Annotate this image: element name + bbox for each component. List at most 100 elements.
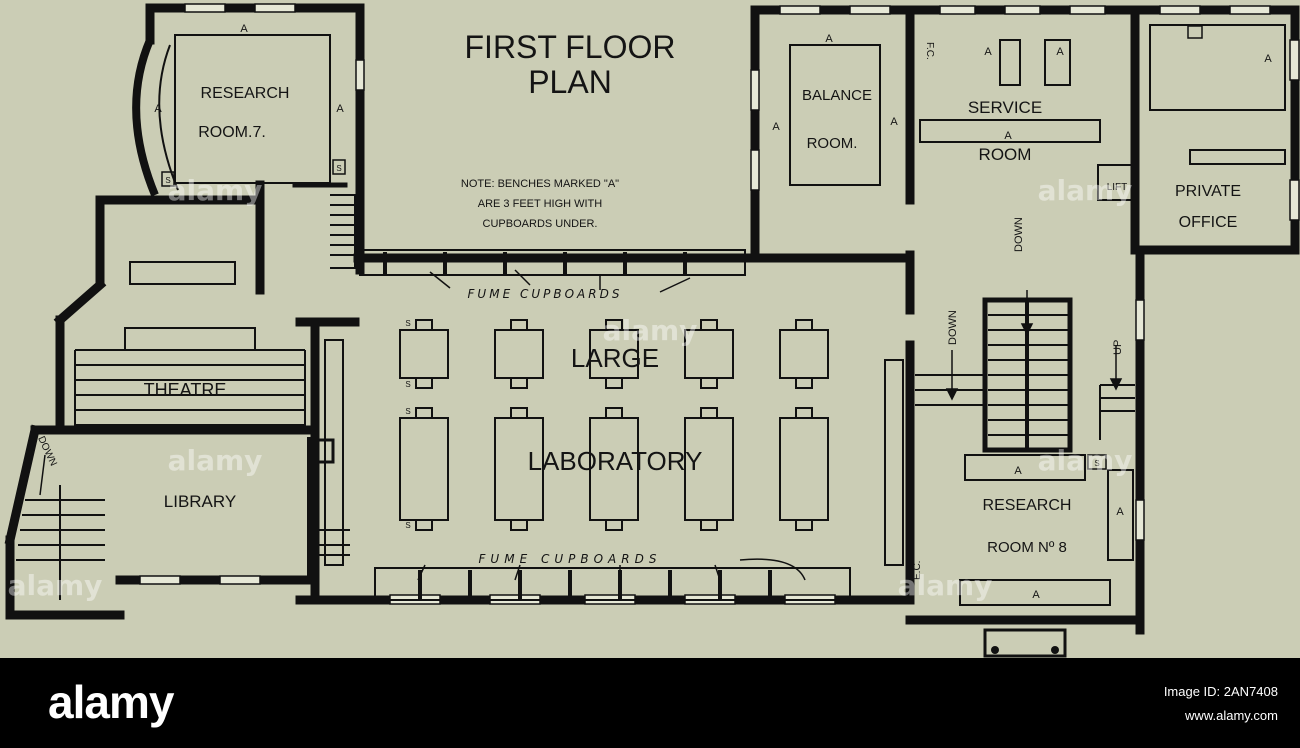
lab-bench [779, 417, 829, 521]
fume-cupboards-top [359, 249, 746, 276]
fume-arrow [714, 564, 721, 581]
bench-marker-a: A [984, 46, 992, 58]
room-label-service-line2: ROOM [979, 145, 1032, 164]
sink [700, 377, 718, 389]
room-label-large-lab-line1: LARGE [571, 343, 659, 373]
wall-upper-left-room [95, 180, 265, 295]
down-arrow-head [1020, 323, 1034, 336]
stair-down-label-1: DOWN [1013, 217, 1025, 252]
wall-library-angle [4, 424, 41, 546]
fume-arrow [417, 564, 426, 581]
window [750, 149, 760, 191]
lab-bench [494, 329, 544, 379]
room-label-library: LIBRARY [164, 492, 236, 511]
window [1135, 299, 1145, 341]
sink [510, 519, 528, 531]
sink [605, 377, 623, 389]
window [1069, 5, 1106, 15]
service-fixture-2 [1044, 39, 1071, 86]
window [1289, 39, 1300, 81]
window [219, 575, 261, 585]
window [184, 3, 226, 13]
service-fixture [999, 39, 1021, 86]
fc-label: F.C. [924, 42, 935, 60]
sink-marker-s: S [1094, 459, 1099, 468]
sink-marker-s: S [405, 380, 410, 389]
sink-markers: S S S S S S S [165, 164, 1099, 530]
window [1135, 499, 1145, 541]
window [1159, 5, 1201, 15]
bench-balance-room [789, 44, 881, 186]
wall-theatre-left [53, 278, 107, 435]
fume-cupboards-bottom [374, 567, 851, 601]
fixture-box [313, 438, 335, 464]
lift-label: LIFT [1107, 182, 1128, 193]
lab-bench [399, 417, 449, 521]
watermark-text: alamy [603, 314, 698, 347]
ec-label: E.C. [912, 561, 923, 580]
bench-marker-a: A [1014, 465, 1022, 477]
fixture-box [1187, 25, 1203, 39]
library-stair-down-label: DOWN [35, 435, 58, 468]
sink [795, 407, 813, 419]
sink-marker-s: S [405, 521, 410, 530]
bench-marker-a: A [825, 33, 833, 45]
room-label-private-line1: PRIVATE [1175, 183, 1241, 200]
stair-down-label-2: DOWN [947, 310, 959, 345]
room-label-private-line2: OFFICE [1179, 214, 1238, 231]
watermark-text: alamy [1038, 444, 1133, 477]
alamy-logo[interactable]: alamy [48, 676, 174, 728]
bench-marker-a: A [1032, 589, 1040, 601]
bench-marker-a: A [240, 23, 248, 35]
bench-lab-left [324, 339, 344, 566]
window [1229, 5, 1271, 15]
window [779, 5, 821, 15]
sink [510, 407, 528, 419]
sink [415, 319, 433, 331]
room-label-research-7-line1: RESEARCH [201, 85, 290, 102]
down-arrow-head-2 [945, 388, 959, 401]
room-label-research-7-line2: ROOM.7. [198, 124, 266, 141]
window [750, 69, 760, 111]
room-label-theatre: THEATRE [144, 380, 227, 400]
room-label-research-8-line2: ROOM Nº 8 [987, 539, 1067, 556]
arrows [39, 269, 1123, 581]
lab-island-benches [399, 319, 829, 531]
sink [415, 377, 433, 389]
bench-research-7 [174, 34, 331, 184]
window [849, 5, 891, 15]
plan-title-line2: PLAN [528, 64, 612, 100]
stock-footer-bar: alamy Image ID: 2AN7408 www.alamy.com [0, 658, 1300, 748]
sink [795, 519, 813, 531]
window [254, 3, 296, 13]
bench-research-8-top [964, 454, 1086, 481]
fixture-box [332, 159, 346, 175]
bench-marker-a: A [1004, 130, 1012, 142]
stair-research-7 [330, 194, 356, 269]
bench-private-office-2 [1189, 149, 1286, 165]
lab-bench [779, 329, 829, 379]
window [1004, 5, 1041, 15]
sink [700, 319, 718, 331]
sink [605, 319, 623, 331]
watermark-text: alamy [1038, 174, 1133, 207]
bench-theatre [124, 327, 256, 351]
stair-up-label: UP [1112, 340, 1124, 355]
fixture-box [161, 171, 175, 187]
window [355, 59, 365, 91]
sink [795, 377, 813, 389]
watermarks: alamy alamy alamy alamy alamy alamy alam… [8, 174, 1133, 602]
fixture-box [1087, 454, 1107, 470]
sink [605, 519, 623, 531]
bench-marker-a: A [1264, 53, 1272, 65]
lab-bench [399, 329, 449, 379]
bench-private-office [1149, 24, 1286, 111]
library-stair [16, 485, 105, 600]
watermark-text: alamy [8, 569, 103, 602]
fume-cupboard-divisions [383, 252, 772, 600]
note-line2: ARE 3 FEET HIGH WITH [478, 198, 603, 210]
sink [415, 519, 433, 531]
site-url-link[interactable]: www.alamy.com [1185, 708, 1278, 723]
bench-research-8-side [1107, 469, 1134, 561]
